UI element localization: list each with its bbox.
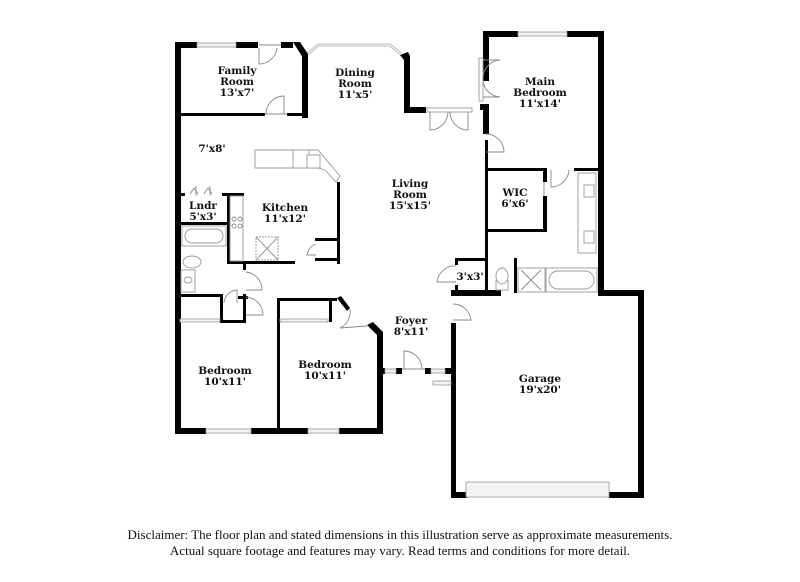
- room-label-bedroom-2: Bedroom 10'x11': [298, 360, 352, 382]
- room-label-wic: WIC 6'x6': [501, 188, 528, 210]
- room-label-kitchen: Kitchen 11'x12': [262, 203, 308, 225]
- room-name: Foyer: [394, 315, 428, 327]
- room-name: Room: [393, 189, 427, 201]
- disclaimer-line-1: Disclaimer: The floor plan and stated di…: [127, 527, 673, 542]
- room-dimensions: 7'x8': [198, 143, 226, 155]
- room-dimensions: 6'x6': [501, 198, 529, 210]
- room-label-laundry: Lndr 5'x3': [189, 201, 217, 223]
- room-name: Living: [391, 178, 429, 190]
- room-dimensions: 8'x11': [393, 326, 429, 338]
- room-label-foyer: Foyer 8'x11': [394, 316, 429, 338]
- room-label-living-room: Living Room 15'x15': [389, 179, 431, 212]
- room-name: Main: [524, 76, 556, 88]
- room-dimensions: 15'x15': [389, 200, 431, 212]
- room-name: Kitchen: [261, 202, 309, 214]
- doors: [189, 44, 570, 370]
- room-label-family-room: Family Room 13'x7': [218, 66, 257, 99]
- room-dimensions: 10'x11': [304, 370, 346, 382]
- room-label-closet: 3'x3': [456, 272, 483, 283]
- room-name: Lndr: [189, 200, 217, 212]
- room-label-nook: 7'x8': [198, 144, 225, 155]
- room-label-garage: Garage 19'x20': [519, 374, 561, 396]
- fixtures: [180, 149, 598, 293]
- disclaimer: Disclaimer: The floor plan and stated di…: [0, 527, 800, 559]
- room-dimensions: 3'x3': [456, 271, 484, 283]
- room-name: Bedroom: [198, 365, 252, 377]
- room-dimensions: 5'x3': [189, 211, 217, 223]
- room-name: Dining: [335, 67, 375, 79]
- room-name: Room: [338, 78, 372, 90]
- interior-walls: [175, 113, 602, 434]
- room-name: Bedroom: [513, 87, 567, 99]
- room-dimensions: 13'x7': [219, 87, 255, 99]
- disclaimer-line-2: Actual square footage and features may v…: [169, 543, 631, 558]
- room-dimensions: 11'x5': [337, 89, 373, 101]
- room-dimensions: 11'x12': [264, 213, 306, 225]
- room-label-dining-room: Dining Room 11'x5': [335, 68, 375, 101]
- windows: [179, 31, 610, 498]
- room-name: WIC: [502, 187, 528, 199]
- room-name: Room: [220, 76, 254, 88]
- room-dimensions: 10'x11': [204, 376, 246, 388]
- room-label-main-bedroom: Main Bedroom 11'x14': [513, 77, 567, 110]
- room-dimensions: 11'x14': [519, 98, 561, 110]
- room-name: Family: [217, 65, 257, 77]
- room-name: Garage: [518, 373, 562, 385]
- room-label-bedroom-1: Bedroom 10'x11': [198, 366, 252, 388]
- room-dimensions: 19'x20': [519, 384, 561, 396]
- room-name: Bedroom: [298, 359, 352, 371]
